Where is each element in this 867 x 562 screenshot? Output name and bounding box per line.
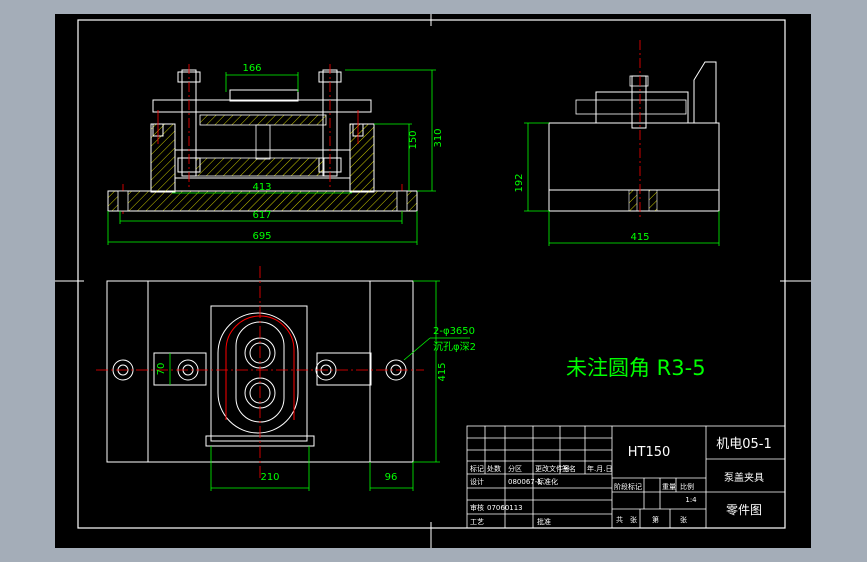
reviewer-label: 审核 — [470, 503, 484, 512]
row-label-change-doc: 更改文件号 — [535, 464, 570, 473]
row-label-count: 处数 — [487, 464, 501, 473]
front-dimensions — [107, 69, 436, 245]
part-name: 泵盖夹具 — [724, 471, 764, 484]
doc-type: 零件图 — [726, 503, 762, 517]
drawing-number: 机电05-1 — [716, 437, 772, 452]
standard-label: 标准化 — [537, 477, 558, 486]
stage-label-scale: 比例 — [680, 482, 694, 491]
sheet-label-total: 共 — [616, 515, 623, 524]
plan-center-block — [210, 305, 308, 442]
sheet-label-no: 第 — [652, 515, 659, 524]
title-block — [466, 425, 786, 529]
row-label-zone: 分区 — [508, 464, 522, 473]
front-top-plate — [152, 99, 372, 113]
plan-left-strap — [153, 352, 207, 386]
dim-plan-415: 415 — [437, 362, 448, 381]
plan-view — [96, 266, 424, 478]
side-dimensions — [524, 122, 720, 246]
dim-96: 96 — [385, 472, 398, 483]
technical-note: 未注圆角 R3-5 — [566, 356, 706, 380]
dim-192: 192 — [514, 173, 525, 192]
plan-dimensions — [169, 280, 470, 491]
dim-166: 166 — [242, 63, 261, 74]
sheet-label-sheets-2: 张 — [680, 515, 687, 524]
material-label: HT150 — [628, 445, 671, 460]
dim-617: 617 — [252, 210, 271, 221]
front-support — [199, 114, 327, 126]
front-cavity — [195, 157, 325, 177]
dim-150: 150 — [408, 130, 419, 149]
front-base-plate — [107, 190, 418, 212]
hole-callout-line2: 沉孔φ深2 — [433, 340, 476, 353]
dim-310: 310 — [433, 128, 444, 147]
dim-413: 413 — [252, 182, 271, 193]
scale-value: 1:4 — [685, 496, 697, 504]
front-top-clamp — [229, 89, 299, 102]
front-right-wall — [349, 123, 375, 193]
side-view — [548, 40, 720, 220]
side-angle-bracket — [693, 61, 717, 124]
stage-label-weight: 重量 — [662, 483, 676, 491]
row-label-signature: 签名 — [562, 464, 576, 473]
designer-label: 设计 — [470, 477, 484, 486]
dim-side-415: 415 — [630, 232, 649, 243]
row-label-date: 年.月.日 — [587, 464, 612, 473]
border-ticks — [55, 14, 811, 548]
stage-label-mark: 阶段标记 — [614, 482, 642, 491]
dim-70: 70 — [156, 363, 167, 376]
plan-right-strap — [316, 352, 372, 386]
process-label: 工艺 — [470, 518, 484, 526]
dim-695: 695 — [252, 231, 271, 242]
approve-label: 批准 — [537, 517, 551, 526]
hole-callout-line1: 2-φ3650 — [433, 326, 475, 337]
reviewer-value: 07060113 — [487, 504, 523, 512]
front-view — [107, 64, 418, 214]
front-inner-block — [174, 149, 351, 179]
side-top-block — [595, 91, 689, 124]
pump-cover-outline — [217, 312, 299, 434]
dim-210: 210 — [260, 472, 279, 483]
sheet-label-sheets-1: 张 — [630, 515, 637, 524]
row-label-mark: 标记 — [470, 464, 484, 473]
designer-value: 080067-1 — [508, 478, 542, 486]
